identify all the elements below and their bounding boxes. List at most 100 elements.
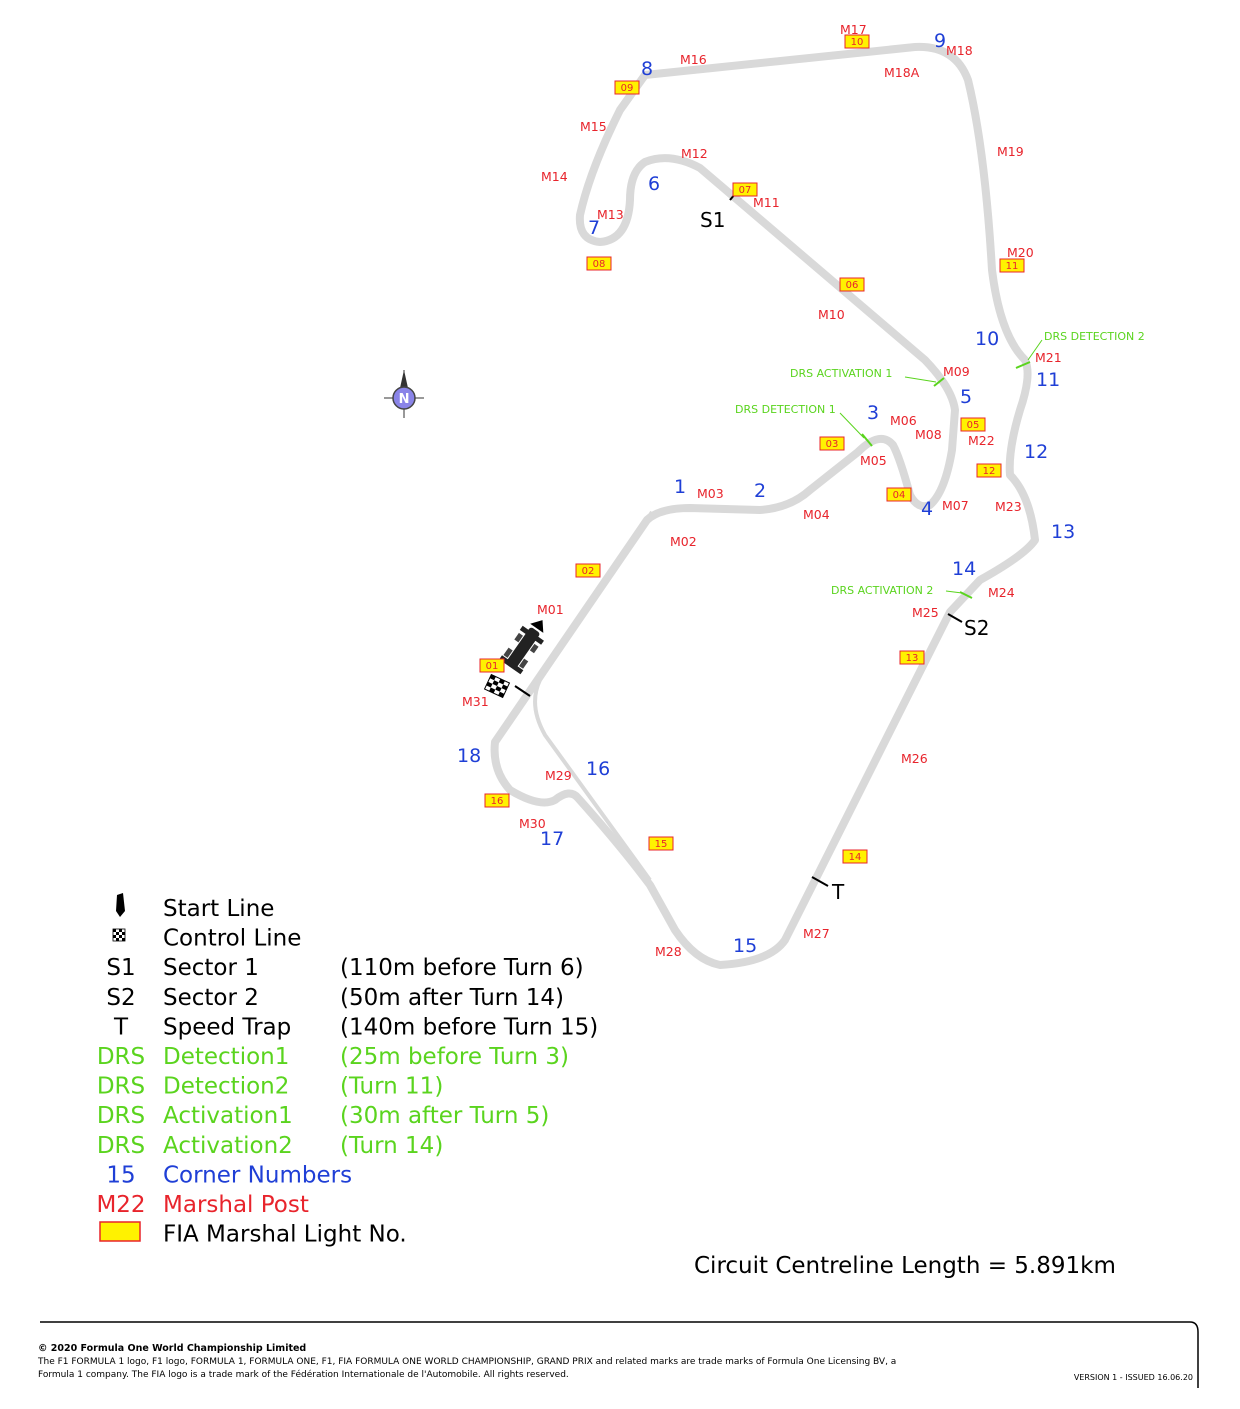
drs-detection1-label: DRS DETECTION 1 xyxy=(735,403,836,416)
corner-number-1: 1 xyxy=(674,476,686,498)
marshal-light-number: 04 xyxy=(893,490,906,501)
marshal-light-number: 01 xyxy=(486,661,499,672)
legend-detail: (25m before Turn 3) xyxy=(340,1044,569,1070)
marshal-light-07: 07 xyxy=(732,182,758,197)
footer-copyright: © 2020 Formula One World Championship Li… xyxy=(38,1343,306,1354)
legend-label: Speed Trap xyxy=(163,1014,291,1040)
marshal-post-m27: M27 xyxy=(803,926,830,941)
legend-symbol: S2 xyxy=(106,985,135,1011)
marshal-light-12: 12 xyxy=(976,463,1002,478)
corner-number-12: 12 xyxy=(1024,441,1048,463)
marshal-light-02: 02 xyxy=(575,563,601,578)
legend-detail: (Turn 11) xyxy=(340,1074,443,1100)
corner-number-14: 14 xyxy=(952,558,976,580)
marshal-post-m01: M01 xyxy=(537,602,564,617)
corner-number-9: 9 xyxy=(934,30,946,52)
drs-activation1-leader xyxy=(904,376,937,383)
marshal-light-04: 04 xyxy=(886,487,912,502)
marshal-post-m04: M04 xyxy=(803,507,830,522)
drs-activation1-tick xyxy=(933,377,945,387)
marshal-post-m16: M16 xyxy=(680,52,707,67)
marshal-post-m26: M26 xyxy=(901,751,928,766)
legend-symbol: DRS xyxy=(97,1074,145,1100)
drs-activation1-label: DRS ACTIVATION 1 xyxy=(790,367,892,380)
track-pit-lane xyxy=(533,510,654,882)
drs-detection1-tick xyxy=(861,433,873,447)
marshal-post-m31: M31 xyxy=(462,694,489,709)
sector-label-s1: S1 xyxy=(700,208,725,232)
corner-number-5: 5 xyxy=(960,386,972,408)
marshal-post-m02: M02 xyxy=(670,534,697,549)
drs-activation2-leader xyxy=(945,590,963,594)
corner-number-15: 15 xyxy=(733,935,757,957)
marshal-post-m23: M23 xyxy=(995,499,1022,514)
marshal-post-m29: M29 xyxy=(545,768,572,783)
marshal-light-number: 03 xyxy=(826,439,839,450)
legend-detail: (30m after Turn 5) xyxy=(340,1103,549,1129)
legend-label: Detection1 xyxy=(163,1044,289,1070)
legend-symbol: DRS xyxy=(97,1133,145,1159)
chequered-flag-icon xyxy=(483,673,511,699)
corner-number-13: 13 xyxy=(1051,521,1075,543)
marshal-light-number: 02 xyxy=(582,566,595,577)
marshal-post-m17: M17 xyxy=(840,22,867,37)
marshal-light-06: 06 xyxy=(839,277,865,292)
corner-number-2: 2 xyxy=(754,480,766,502)
marshal-light-13: 13 xyxy=(899,650,925,665)
marshal-light-number: 09 xyxy=(621,83,634,94)
marshal-light-11: 11 xyxy=(999,258,1025,273)
marshal-posts: M01M02M03M04M05M06M07M08M09M10M11M12M13M… xyxy=(462,22,1062,959)
corner-number-6: 6 xyxy=(648,173,660,195)
marshal-post-m12: M12 xyxy=(681,146,708,161)
legend-label: Corner Numbers xyxy=(163,1162,352,1188)
t-tick xyxy=(811,876,829,887)
corner-number-11: 11 xyxy=(1036,369,1060,391)
legend-label: Activation1 xyxy=(163,1103,293,1129)
legend-label: Detection2 xyxy=(163,1074,289,1100)
control-line-tick xyxy=(514,685,531,697)
drs-detection2-tick xyxy=(1015,361,1031,369)
footer-version: VERSION 1 - ISSUED 16.06.20 xyxy=(1074,1373,1193,1382)
legend-symbol: 15 xyxy=(106,1162,135,1188)
marshal-light-number: 11 xyxy=(1006,261,1019,272)
corner-number-8: 8 xyxy=(641,58,653,80)
marshal-light-15: 15 xyxy=(648,836,674,851)
corner-number-10: 10 xyxy=(975,328,999,350)
marshal-light-16: 16 xyxy=(484,793,510,808)
marshal-post-m08: M08 xyxy=(915,427,942,442)
marshal-light-number: 08 xyxy=(593,259,606,270)
marshal-light-number: 16 xyxy=(491,796,504,807)
legend-label: Control Line xyxy=(163,926,301,952)
drs-detection2-label: DRS DETECTION 2 xyxy=(1044,330,1145,343)
legend-symbol: DRS xyxy=(97,1103,145,1129)
legend-label: Sector 1 xyxy=(163,955,259,981)
marshal-post-m10: M10 xyxy=(818,307,845,322)
marshal-post-m03: M03 xyxy=(697,486,724,501)
speed-trap-label: T xyxy=(831,880,845,904)
corner-number-16: 16 xyxy=(586,758,610,780)
legend-detail: (110m before Turn 6) xyxy=(340,955,584,981)
marshal-light-03: 03 xyxy=(819,436,845,451)
compass-rose-icon: N xyxy=(384,370,424,418)
marshal-post-m07: M07 xyxy=(942,498,969,513)
legend-detail: (140m before Turn 15) xyxy=(340,1014,598,1040)
legend-symbol: S1 xyxy=(106,955,135,981)
marshal-post-m18: M18 xyxy=(946,43,973,58)
marshal-post-m15: M15 xyxy=(580,119,607,134)
marshal-light-number: 14 xyxy=(849,852,862,863)
marshal-light-number: 05 xyxy=(967,420,980,431)
corner-number-17: 17 xyxy=(540,828,564,850)
marshal-light-09: 09 xyxy=(614,80,640,95)
marshal-post-m09: M09 xyxy=(943,364,970,379)
marshal-post-m06: M06 xyxy=(890,413,917,428)
legend-symbol: DRS xyxy=(97,1044,145,1070)
drs-detection1-leader xyxy=(839,412,865,439)
marshal-post-m30: M30 xyxy=(519,816,546,831)
circuit-length: Circuit Centreline Length = 5.891km xyxy=(694,1253,1116,1279)
legend-start-line-icon xyxy=(116,893,125,917)
marshal-light-number: 12 xyxy=(983,466,996,477)
marshal-light-number: 13 xyxy=(906,653,919,664)
